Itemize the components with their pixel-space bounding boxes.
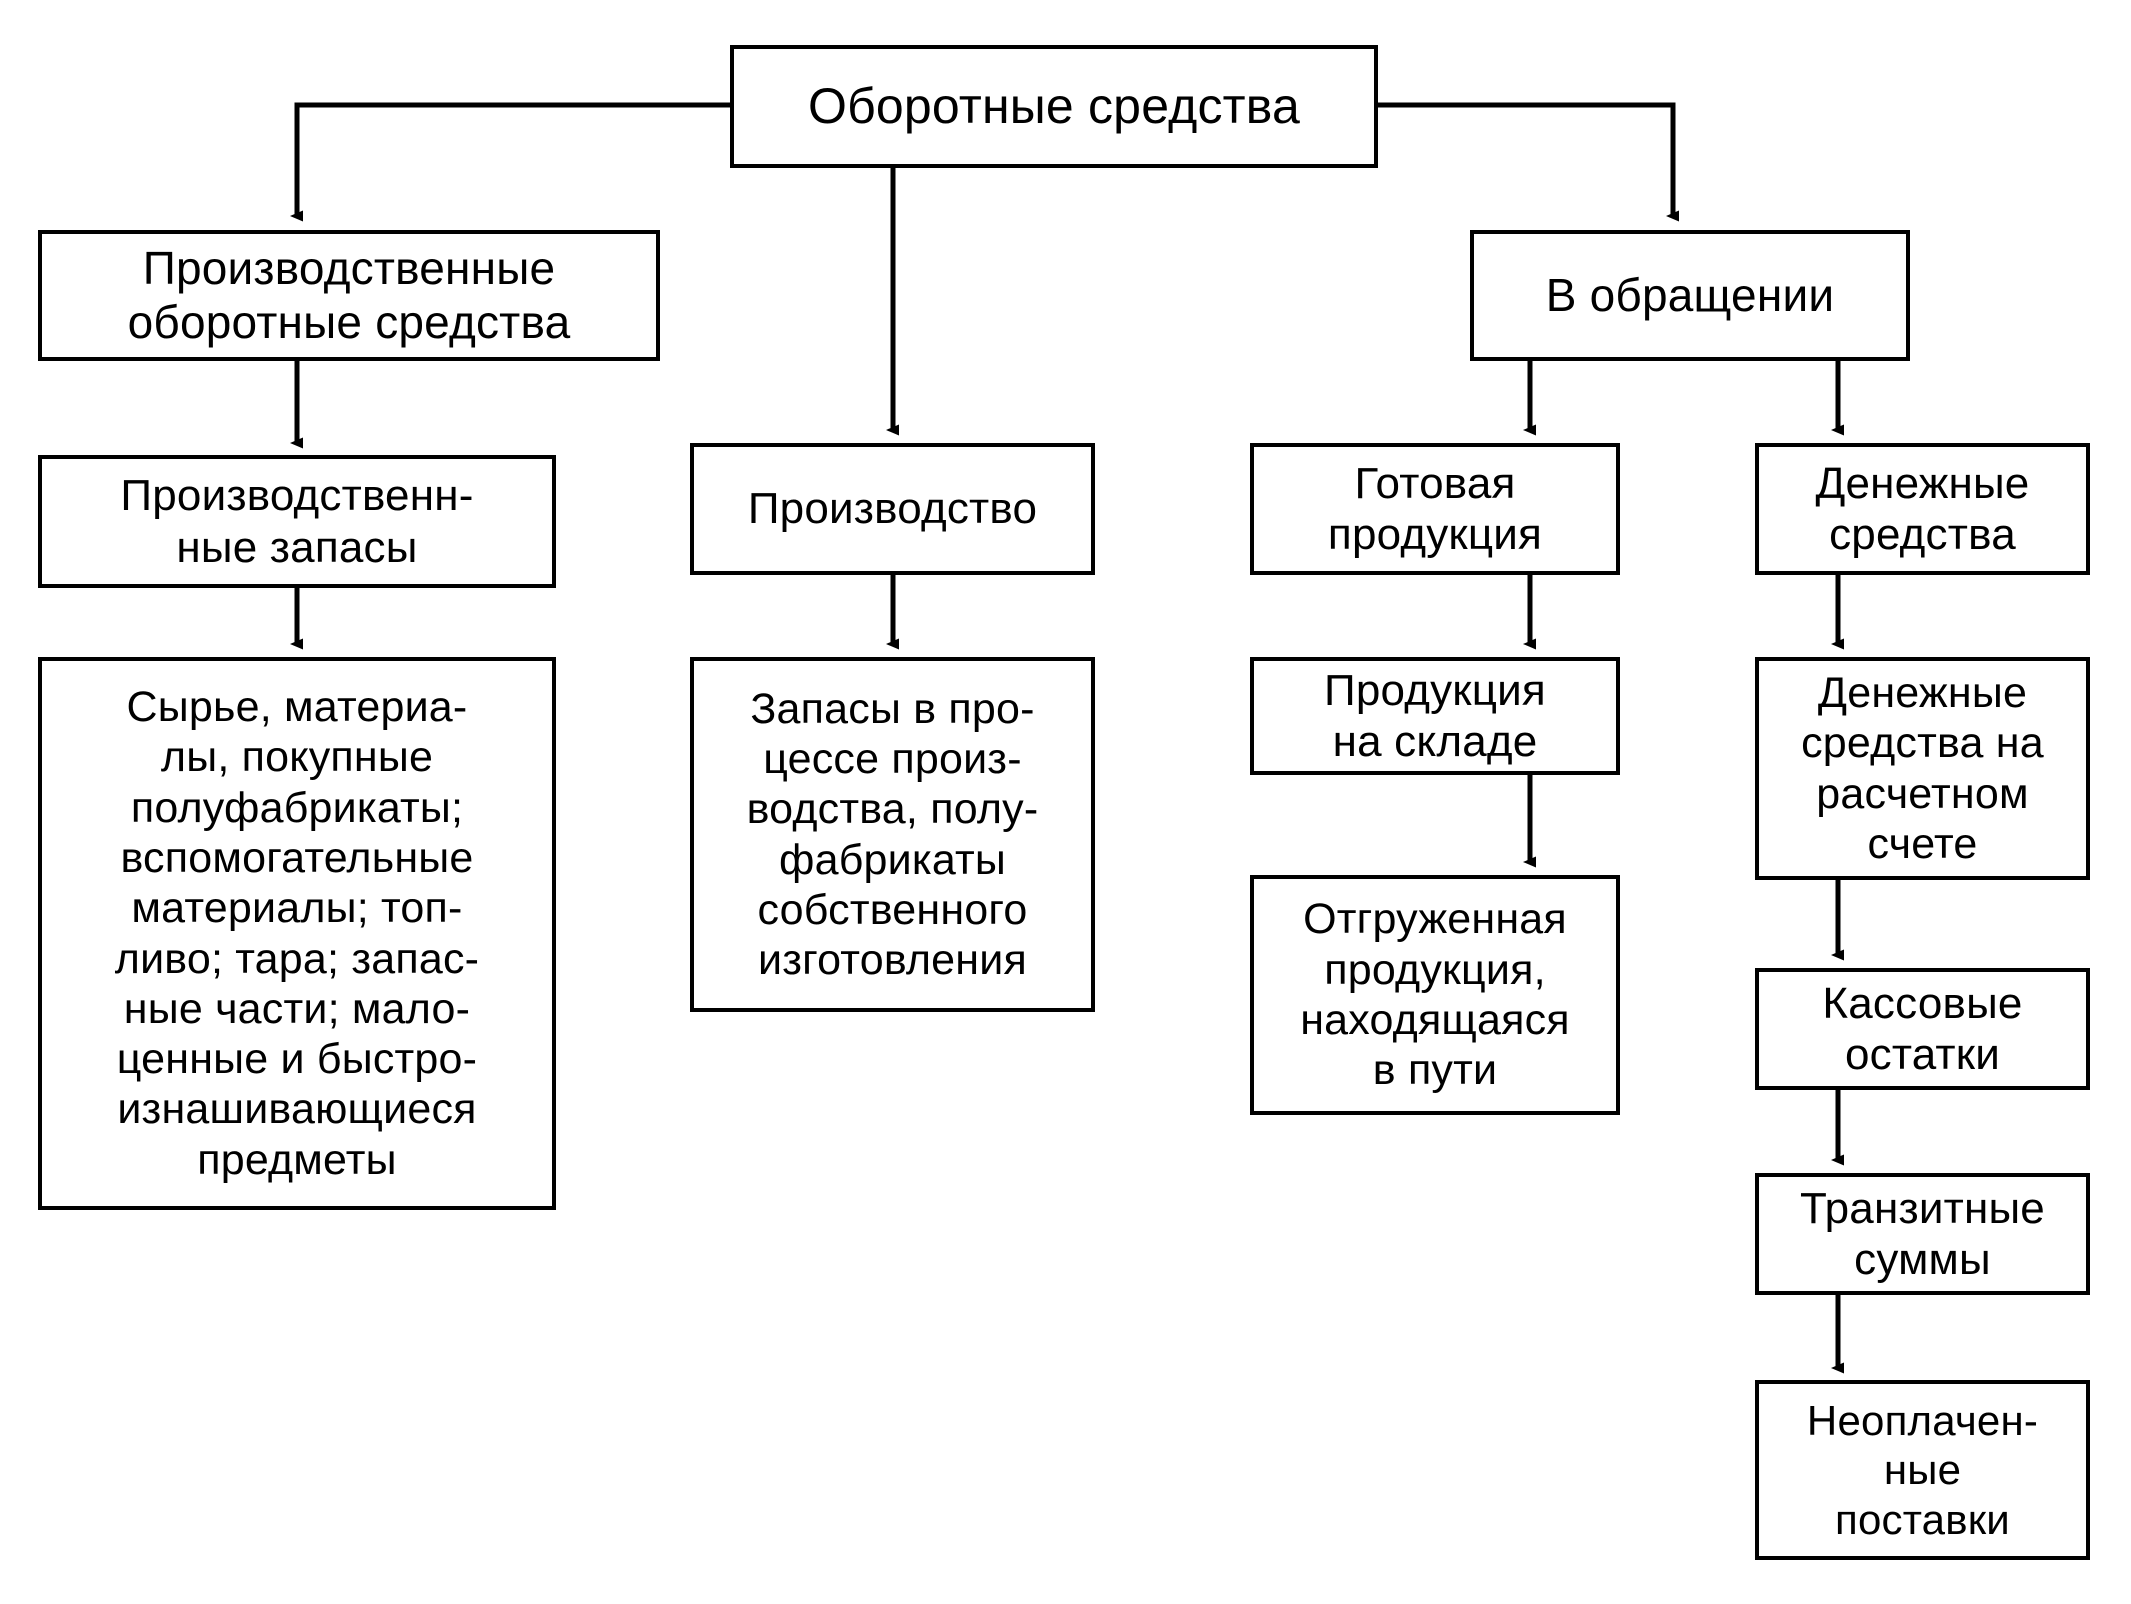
node-raw-materials-label: Сырье, материа- лы, покупные полуфабрика…	[114, 683, 480, 1184]
node-production[interactable]: Производство	[690, 443, 1095, 575]
node-in-circulation-label: В обращении	[1545, 268, 1835, 321]
node-production-stocks[interactable]: Производственн- ные запасы	[38, 455, 556, 588]
node-cash-on-account-label: Денежные средства на расчетном счете	[1801, 668, 2044, 868]
node-cash-funds[interactable]: Денежные средства	[1755, 443, 2090, 575]
node-root[interactable]: Оборотные средства	[730, 45, 1378, 168]
edge-root-to-in-circulation	[1378, 102, 1679, 222]
node-unpaid-deliveries-label: Неоплачен- ные поставки	[1806, 1397, 2039, 1543]
node-goods-in-warehouse-label: Продукция на складе	[1324, 665, 1546, 766]
node-work-in-progress-label: Запасы в про- цессе произ- водства, полу…	[746, 684, 1039, 985]
node-cash-balances-label: Кассовые остатки	[1822, 978, 2023, 1079]
node-work-in-progress[interactable]: Запасы в про- цессе произ- водства, полу…	[690, 657, 1095, 1012]
node-cash-on-account[interactable]: Денежные средства на расчетном счете	[1755, 657, 2090, 880]
node-production-stocks-label: Производственн- ные запасы	[120, 471, 474, 572]
node-transit-sums-label: Транзитные суммы	[1800, 1183, 2045, 1284]
node-cash-balances[interactable]: Кассовые остатки	[1755, 968, 2090, 1090]
node-shipped-goods[interactable]: Отгруженная продукция, находящаяся в пут…	[1250, 875, 1620, 1115]
node-shipped-goods-label: Отгруженная продукция, находящаяся в пут…	[1300, 895, 1570, 1095]
node-goods-in-warehouse[interactable]: Продукция на складе	[1250, 657, 1620, 775]
node-finished-goods-label: Готовая продукция	[1327, 458, 1543, 559]
edge-root-to-production-working-capital	[290, 102, 730, 222]
node-production-working-capital-label: Производственные оборотные средства	[127, 241, 571, 348]
node-transit-sums[interactable]: Транзитные суммы	[1755, 1173, 2090, 1295]
node-unpaid-deliveries[interactable]: Неоплачен- ные поставки	[1755, 1380, 2090, 1560]
node-in-circulation[interactable]: В обращении	[1470, 230, 1910, 361]
node-production-working-capital[interactable]: Производственные оборотные средства	[38, 230, 660, 361]
node-production-label: Производство	[747, 484, 1038, 534]
node-finished-goods[interactable]: Готовая продукция	[1250, 443, 1620, 575]
node-root-label: Оборотные средства	[807, 78, 1300, 135]
node-raw-materials[interactable]: Сырье, материа- лы, покупные полуфабрика…	[38, 657, 556, 1210]
node-cash-funds-label: Денежные средства	[1815, 458, 2030, 559]
